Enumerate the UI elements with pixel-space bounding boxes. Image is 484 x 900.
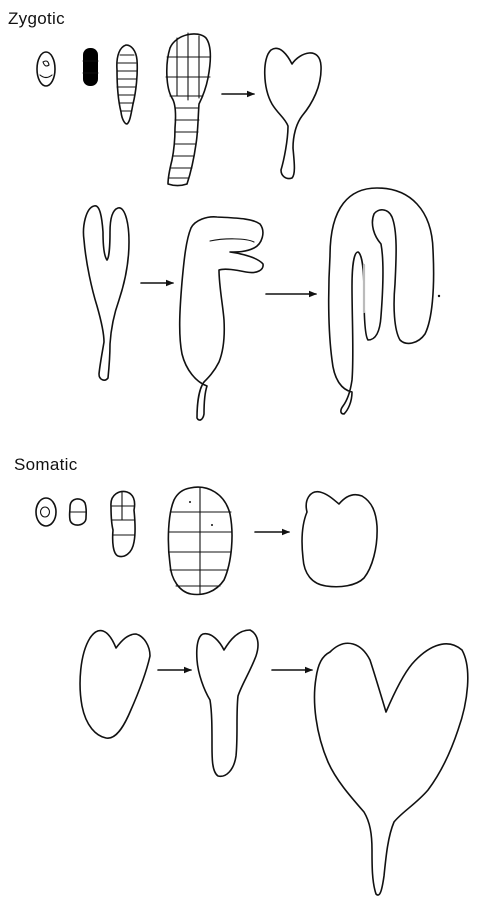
somatic-early-heart-embryo [302,492,377,587]
somatic-elongated-heart-embryo [197,630,258,776]
zygotic-mature-cotyledon-embryo [329,188,441,414]
somatic-cotyledonary-embryo [315,643,468,895]
somatic-globular-embryo [168,487,232,594]
somatic-single-cell [36,498,56,526]
zygotic-bent-cotyledon-embryo [180,217,263,420]
zygotic-globular-embryo-with-suspensor [166,33,210,186]
somatic-multicellular-embryo [111,492,135,557]
somatic-heart-embryo [80,631,150,739]
zygotic-filamentous-embryo [117,45,137,124]
zygotic-heart-stage-embryo [265,48,321,178]
somatic-two-cell-embryo [70,499,87,525]
zygotic-zygote [37,52,55,86]
zygotic-torpedo-stage-embryo [83,206,129,380]
zygotic-two-cell-embryo [83,48,98,86]
